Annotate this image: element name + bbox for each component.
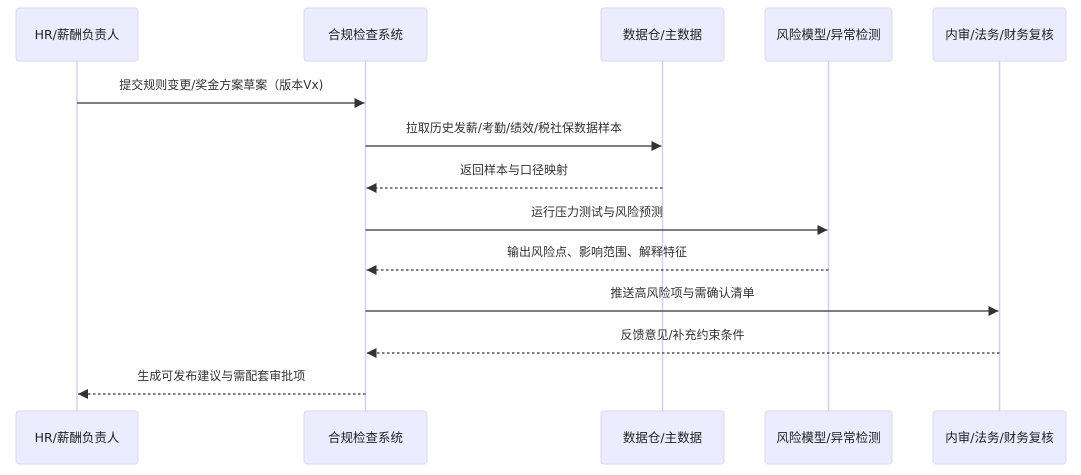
message-label: 提交规则变更/奖金方案草案（版本Vx) [119,77,323,92]
actor-box [303,7,428,62]
actor-risk-bottom[interactable]: 风险模型/异常检测 [764,410,893,465]
actor-box [15,410,139,465]
actor-box [303,410,428,465]
actor-hr-top[interactable]: HR/薪酬负责人 [15,7,139,62]
actor-box [600,7,725,62]
message-label: 拉取历史发薪/考勤/绩效/税社保数据样本 [406,120,622,135]
actor-label: 风险模型/异常检测 [776,27,880,42]
actor-box [932,7,1067,62]
actor-label: HR/薪酬负责人 [35,27,120,42]
actor-label: 内审/法务/财务复核 [945,430,1054,445]
actor-risk-top[interactable]: 风险模型/异常检测 [764,7,893,62]
actor-box [764,7,893,62]
actor-label: 数据仓/主数据 [623,27,702,42]
message-label: 返回样本与口径映射 [460,162,568,177]
message-label: 运行压力测试与风险预测 [531,204,663,219]
message-label: 输出风险点、影响范围、解释特征 [507,244,687,259]
actor-label: 数据仓/主数据 [623,430,702,445]
actor-audit-top[interactable]: 内审/法务/财务复核 [932,7,1067,62]
actor-label: 合规检查系统 [328,27,403,42]
message-4: 运行压力测试与风险预测 [365,204,828,235]
actor-label: 内审/法务/财务复核 [945,27,1054,42]
actor-audit-bottom[interactable]: 内审/法务/财务复核 [932,410,1067,465]
actor-compliance-top[interactable]: 合规检查系统 [303,7,428,62]
message-8: 生成可发布建议与需配套审批项 [78,368,366,399]
actor-box [15,7,139,62]
message-6: 推送高风险项与需确认清单 [365,285,999,316]
message-3: 返回样本与口径映射 [366,162,663,193]
message-5: 输出风险点、影响范围、解释特征 [366,244,829,275]
actor-label: 合规检查系统 [328,430,403,445]
actor-label: 风险模型/异常检测 [776,430,880,445]
message-7: 反馈意见/补充约束条件 [366,327,1000,358]
message-label: 生成可发布建议与需配套审批项 [137,368,305,383]
message-1: 提交规则变更/奖金方案草案（版本Vx) [77,77,365,108]
actor-compliance-bottom[interactable]: 合规检查系统 [303,410,428,465]
actor-box [600,410,725,465]
actor-label: HR/薪酬负责人 [35,430,120,445]
actor-box [764,410,893,465]
actor-hr-bottom[interactable]: HR/薪酬负责人 [15,410,139,465]
actor-dw-bottom[interactable]: 数据仓/主数据 [600,410,725,465]
message-label: 反馈意见/补充约束条件 [620,327,744,342]
actor-box [932,410,1067,465]
message-2: 拉取历史发薪/考勤/绩效/税社保数据样本 [365,120,662,151]
message-label: 推送高风险项与需确认清单 [610,285,754,300]
actor-dw-top[interactable]: 数据仓/主数据 [600,7,725,62]
